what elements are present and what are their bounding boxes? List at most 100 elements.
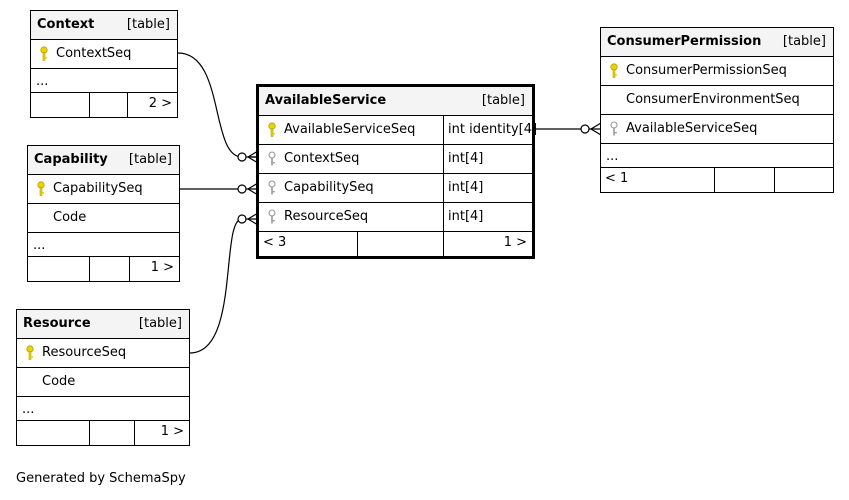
ellipsis-row: ... — [17, 397, 189, 421]
column-row[interactable]: CapabilitySeq — [28, 175, 179, 204]
table-capability[interactable]: Capability [table] CapabilitySeq Code ..… — [27, 145, 180, 282]
column-name: ResourceSeq — [284, 209, 369, 224]
footer-row: < 1 — [601, 168, 833, 192]
table-header: AvailableService [table] — [259, 87, 532, 116]
column-row[interactable]: ContextSeq int[4] — [259, 145, 532, 174]
table-name: Resource — [23, 316, 91, 331]
column-row[interactable]: ConsumerEnvironmentSeq — [601, 86, 833, 115]
relation-resource — [189, 218, 258, 354]
footer-cell — [89, 421, 134, 445]
table-header: ConsumerPermission [table] — [601, 28, 833, 57]
children-count: 2 > — [148, 96, 172, 111]
table-kind: [table] — [128, 152, 172, 167]
relation-resource-crowfoot — [246, 212, 259, 226]
column-row[interactable]: ContextSeq — [31, 40, 177, 69]
table-header: Context [table] — [31, 11, 177, 40]
ellipsis: ... — [33, 238, 46, 253]
column-name: AvailableServiceSeq — [284, 122, 416, 137]
children-count-cell[interactable]: 1 > — [134, 421, 189, 445]
ellipsis: ... — [22, 402, 35, 417]
ellipsis-row: ... — [601, 144, 833, 168]
relation-context — [177, 52, 258, 158]
table-kind: [table] — [481, 93, 525, 108]
table-resource[interactable]: Resource [table] ResourceSeq Code ... 1 … — [16, 309, 190, 446]
column-name: ContextSeq — [284, 151, 360, 166]
column-name: CapabilitySeq — [53, 181, 143, 196]
column-row[interactable]: Code — [28, 204, 179, 233]
children-count: 1 > — [503, 235, 527, 250]
primary-key-icon — [610, 63, 618, 78]
table-name: Context — [37, 17, 95, 32]
table-header: Capability [table] — [28, 146, 179, 175]
children-count: 1 > — [160, 424, 184, 439]
table-kind: [table] — [138, 316, 182, 331]
footer-cell — [89, 93, 127, 117]
column-name: AvailableServiceSeq — [626, 121, 758, 136]
relation-context-circle — [237, 152, 247, 162]
ellipsis: ... — [36, 74, 49, 89]
column-name: ResourceSeq — [42, 345, 127, 360]
table-name: ConsumerPermission — [607, 34, 762, 49]
column-name: CapabilitySeq — [284, 180, 374, 195]
table-kind: [table] — [782, 34, 826, 49]
footer-row: 1 > — [17, 421, 189, 445]
children-count-cell[interactable]: 2 > — [127, 93, 177, 117]
table-name: AvailableService — [265, 93, 387, 108]
column-row[interactable]: Code — [17, 368, 189, 397]
parents-count: < 3 — [263, 235, 287, 250]
table-available-service[interactable]: AvailableService [table] AvailableServic… — [256, 84, 537, 259]
relation-capability-circle — [237, 184, 247, 194]
column-name: ContextSeq — [56, 46, 132, 61]
table-consumer-permission[interactable]: ConsumerPermission [table] ConsumerPermi… — [600, 27, 834, 193]
foreign-key-icon — [268, 151, 276, 166]
column-row[interactable]: ResourceSeq int[4] — [259, 203, 532, 232]
ellipsis: ... — [606, 149, 619, 164]
footer-cell — [357, 232, 443, 256]
table-name: Capability — [34, 152, 108, 167]
column-name: ConsumerEnvironmentSeq — [626, 92, 800, 107]
relation-capability-crowfoot — [246, 182, 259, 196]
relation-resource-circle — [237, 214, 247, 224]
footer-cell — [774, 168, 833, 192]
table-context[interactable]: Context [table] ContextSeq ... 2 > — [30, 10, 178, 118]
primary-key-icon — [268, 122, 276, 137]
footer-cell — [31, 93, 89, 117]
column-type: int[4] — [443, 145, 532, 173]
relation-consumer-permission-circle — [580, 124, 590, 134]
column-row[interactable]: ConsumerPermissionSeq — [601, 57, 833, 86]
ellipsis-row: ... — [31, 69, 177, 93]
relation-consumer-permission-crowfoot — [589, 122, 602, 136]
foreign-key-icon — [610, 121, 618, 136]
children-count-cell[interactable]: 1 > — [443, 232, 532, 256]
foreign-key-icon — [268, 180, 276, 195]
generated-by-credit: Generated by SchemaSpy — [16, 471, 186, 486]
column-type: int identity[4] — [443, 116, 537, 144]
footer-cell — [28, 257, 89, 281]
column-row[interactable]: AvailableServiceSeq — [601, 115, 833, 144]
ellipsis-row: ... — [28, 233, 179, 257]
column-row[interactable]: ResourceSeq — [17, 339, 189, 368]
parents-count-cell[interactable]: < 1 — [601, 168, 714, 192]
children-count-cell[interactable]: 1 > — [129, 257, 179, 281]
children-count: 1 > — [150, 260, 174, 275]
column-type: int[4] — [443, 203, 532, 231]
footer-row: < 3 1 > — [259, 232, 532, 256]
table-header: Resource [table] — [17, 310, 189, 339]
footer-cell — [89, 257, 129, 281]
footer-row: 1 > — [28, 257, 179, 281]
table-kind: [table] — [126, 17, 170, 32]
footer-cell — [714, 168, 774, 192]
column-name: Code — [42, 374, 76, 389]
parents-count-cell[interactable]: < 3 — [259, 232, 357, 256]
footer-cell — [17, 421, 89, 445]
foreign-key-icon — [268, 209, 276, 224]
primary-key-icon — [40, 46, 48, 61]
primary-key-icon — [37, 181, 45, 196]
column-row[interactable]: AvailableServiceSeq int identity[4] — [259, 116, 537, 145]
column-row[interactable]: CapabilitySeq int[4] — [259, 174, 532, 203]
column-name: ConsumerPermissionSeq — [626, 63, 787, 78]
primary-key-icon — [26, 345, 34, 360]
column-name: Code — [53, 210, 87, 225]
column-type: int[4] — [443, 174, 532, 202]
